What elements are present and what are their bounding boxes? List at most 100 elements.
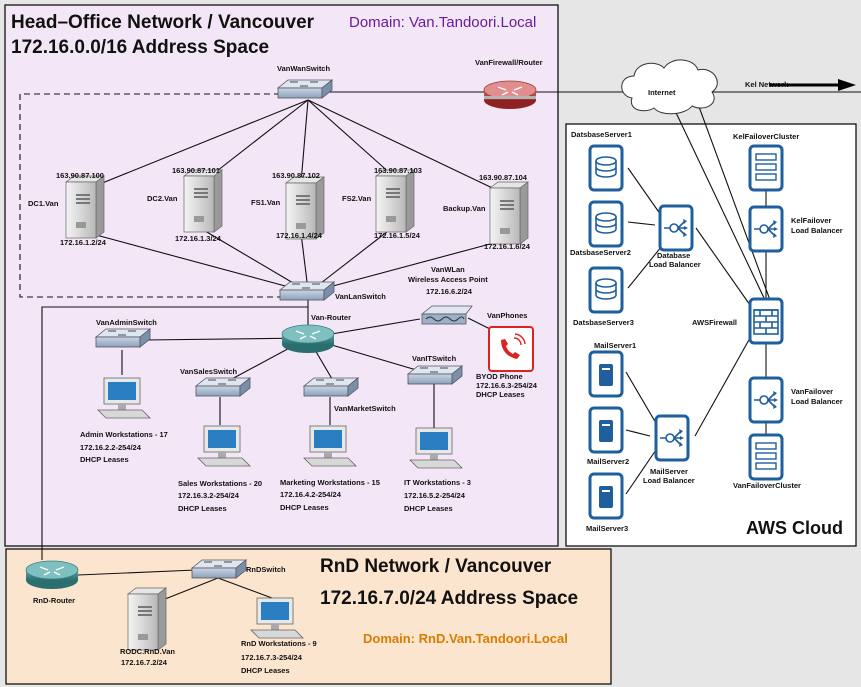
arrow-right-icon (838, 79, 856, 91)
rnd-router-icon (25, 560, 79, 590)
admin-range: 172.16.2.2-254/24 (80, 443, 142, 452)
rodc-label: RODC.RnD.Van (120, 647, 175, 656)
cluster-icon-van (748, 433, 784, 481)
db-server-1-label: DatsbaseServer1 (571, 130, 632, 139)
rodc-ip: 172.16.7.2/24 (121, 658, 168, 667)
server-private-ip: 172.16.1.3/24 (175, 234, 222, 243)
marketing-range: 172.16.4.2-254/24 (280, 490, 342, 499)
it-workstations-label: IT Workstations - 3 (404, 478, 471, 487)
kel-lb-label-2: Load Balancer (791, 226, 843, 235)
kel-network-label: Kel Network (745, 80, 789, 89)
it-range: 172.16.5.2-254/24 (404, 491, 466, 500)
sales-workstations-label: Sales Workstations - 20 (178, 479, 262, 488)
server-name: FS2.Van (342, 194, 372, 203)
van-lb-label-2: Load Balancer (791, 397, 843, 406)
wlan-ip: 172.16.6.2/24 (426, 287, 473, 296)
rnd-range: 172.16.7.3-254/24 (241, 653, 303, 662)
mail-server-icon-2 (588, 406, 624, 454)
server-icon-fs1 (285, 176, 325, 240)
rnd-switch-label: RnDSwitch (246, 565, 286, 574)
server-name: FS1.Van (251, 198, 281, 207)
server-public-ip: 163.90.87.102 (272, 171, 320, 180)
firewall-router-icon (483, 80, 537, 110)
server-public-ip: 163.90.87.104 (479, 173, 528, 182)
head-office-title: Head–Office Network / Vancouver (11, 12, 315, 33)
byod-label: BYOD Phone (476, 372, 523, 381)
market-switch-icon (303, 377, 359, 397)
server-public-ip: 163.90.87.101 (172, 166, 220, 175)
mail-server-icon-3 (588, 472, 624, 520)
kel-lb-label-1: KelFailover (791, 216, 832, 225)
load-balancer-icon-kel (748, 205, 784, 253)
server-private-ip: 172.16.1.5/24 (374, 231, 421, 240)
phones-label: VanPhones (487, 311, 527, 320)
rnd-switch-icon (191, 559, 247, 579)
cluster-icon-kel (748, 144, 784, 192)
rnd-dhcp: DHCP Leases (241, 666, 290, 675)
db-server-2-label: DatsbaseServer2 (570, 248, 631, 257)
server-icon-dc1 (65, 175, 105, 239)
server-public-ip: 163.90.87.100 (56, 171, 104, 180)
lan-switch-icon (279, 281, 335, 301)
database-icon-3 (588, 266, 624, 314)
firewall-router-label: VanFirewall/Router (475, 58, 543, 67)
lan-switch-label: VanLanSwitch (335, 292, 386, 301)
internet-label: Internet (648, 88, 676, 97)
it-dhcp: DHCP Leases (404, 504, 453, 513)
server-name: DC1.Van (28, 199, 59, 208)
db-server-3-label: DatsbaseServer3 (573, 318, 634, 327)
it-switch-label: VanITSwitch (412, 354, 457, 363)
market-switch-label: VanMarketSwitch (334, 404, 396, 413)
server-name: DC2.Van (147, 194, 178, 203)
mail-server-1-label: MailServer1 (594, 341, 636, 350)
admin-switch-icon (95, 328, 151, 348)
server-private-ip: 172.16.1.6/24 (484, 242, 531, 251)
phone-icon (488, 326, 534, 372)
mail-lb-label-1: MailServer (650, 467, 688, 476)
server-icon-rodc (127, 587, 167, 651)
server-name: Backup.Van (443, 204, 486, 213)
wan-switch-icon (277, 79, 333, 99)
van-cluster-label: VanFailoverCluster (733, 481, 801, 490)
mail-lb-label-2: Load Balancer (643, 476, 695, 485)
rnd-workstations-label: RnD Workstations - 9 (241, 639, 317, 648)
van-lb-label-1: VanFailover (791, 387, 833, 396)
byod-range: 172.16.6.3-254/24 (476, 381, 538, 390)
aws-cloud-label: AWS Cloud (746, 518, 843, 538)
rnd-title: RnD Network / Vancouver (320, 556, 552, 577)
head-office-domain: Domain: Van.Tandoori.Local (349, 14, 536, 31)
admin-switch-label: VanAdminSwitch (96, 318, 157, 327)
server-public-ip: 163.90.87.103 (374, 166, 422, 175)
cloud-icon (621, 59, 718, 115)
rnd-router-label: RnD-Router (33, 596, 75, 605)
wlan-description: Wireless Access Point (408, 275, 488, 284)
router-label: Van-Router (311, 313, 351, 322)
rnd-region (5, 548, 612, 685)
server-private-ip: 172.16.1.2/24 (60, 238, 107, 247)
mail-server-2-label: MailServer2 (587, 457, 629, 466)
server-icon-backup (489, 181, 529, 245)
firewall-icon (748, 297, 784, 345)
head-office-subtitle: 172.16.0.0/16 Address Space (11, 37, 269, 58)
server-icon-dc2 (183, 169, 223, 233)
wireless-ap-icon (420, 305, 473, 325)
marketing-workstations-label: Marketing Workstations - 15 (280, 478, 380, 487)
kel-cluster-label: KelFailoverCluster (733, 132, 799, 141)
db-lb-label-1: Database (657, 251, 690, 260)
marketing-dhcp: DHCP Leases (280, 503, 329, 512)
server-private-ip: 172.16.1.4/24 (276, 231, 323, 240)
server-icon-fs2 (375, 169, 415, 233)
sales-switch-icon (195, 377, 251, 397)
sales-dhcp: DHCP Leases (178, 504, 227, 513)
sales-switch-label: VanSalesSwitch (180, 367, 238, 376)
sales-range: 172.16.3.2-254/24 (178, 491, 240, 500)
load-balancer-icon-mail (654, 414, 690, 462)
database-icon-1 (588, 144, 624, 192)
rnd-subtitle: 172.16.7.0/24 Address Space (320, 588, 578, 609)
wan-switch-label: VanWanSwitch (277, 64, 330, 73)
load-balancer-icon-db (658, 204, 694, 252)
database-icon-2 (588, 200, 624, 248)
admin-workstations-label: Admin Workstations - 17 (80, 430, 168, 439)
wlan-name: VanWLan (431, 265, 465, 274)
